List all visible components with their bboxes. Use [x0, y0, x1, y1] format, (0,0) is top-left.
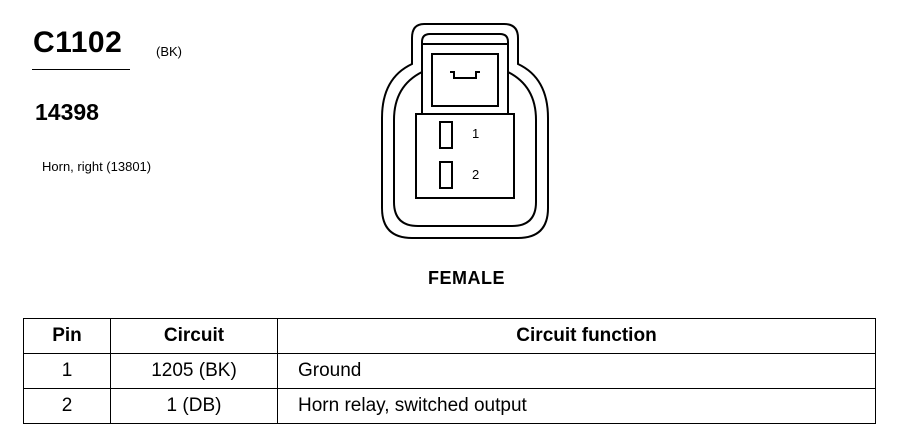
table-header-row: Pin Circuit Circuit function — [23, 318, 876, 354]
connector-gender: FEMALE — [428, 268, 505, 288]
connector-id: C1102 — [33, 26, 123, 59]
header-circuit: Circuit — [110, 318, 278, 354]
connector-id-underline — [32, 69, 130, 70]
table-row: 2 1 (DB) Horn relay, switched output — [23, 388, 876, 424]
cell-pin: 1 — [23, 353, 111, 389]
cell-circuit: 1205 (BK) — [110, 353, 278, 389]
cavity-label-1: 1 — [472, 126, 479, 141]
connector-description: Horn, right (13801) — [42, 159, 152, 174]
header-pin: Pin — [23, 318, 111, 354]
cavity-housing — [415, 113, 515, 199]
cell-pin: 2 — [23, 388, 111, 424]
cavity-1 — [439, 121, 453, 149]
pin-table: Pin Circuit Circuit function 1 1205 (BK)… — [23, 318, 876, 424]
cavity-2 — [439, 161, 453, 189]
cell-circuit: 1 (DB) — [110, 388, 278, 424]
header-circuit-function: Circuit function — [277, 318, 876, 354]
connector-face-drawing: 1 2 — [381, 23, 549, 239]
connector-color: (BK) — [156, 44, 182, 59]
cavity-label-2: 2 — [472, 167, 479, 182]
cell-function: Horn relay, switched output — [277, 388, 876, 424]
table-row: 1 1205 (BK) Ground — [23, 353, 876, 389]
connector-outer-shell — [381, 23, 549, 239]
latch-tab — [431, 53, 499, 107]
part-number: 14398 — [35, 99, 99, 125]
cell-function: Ground — [277, 353, 876, 389]
